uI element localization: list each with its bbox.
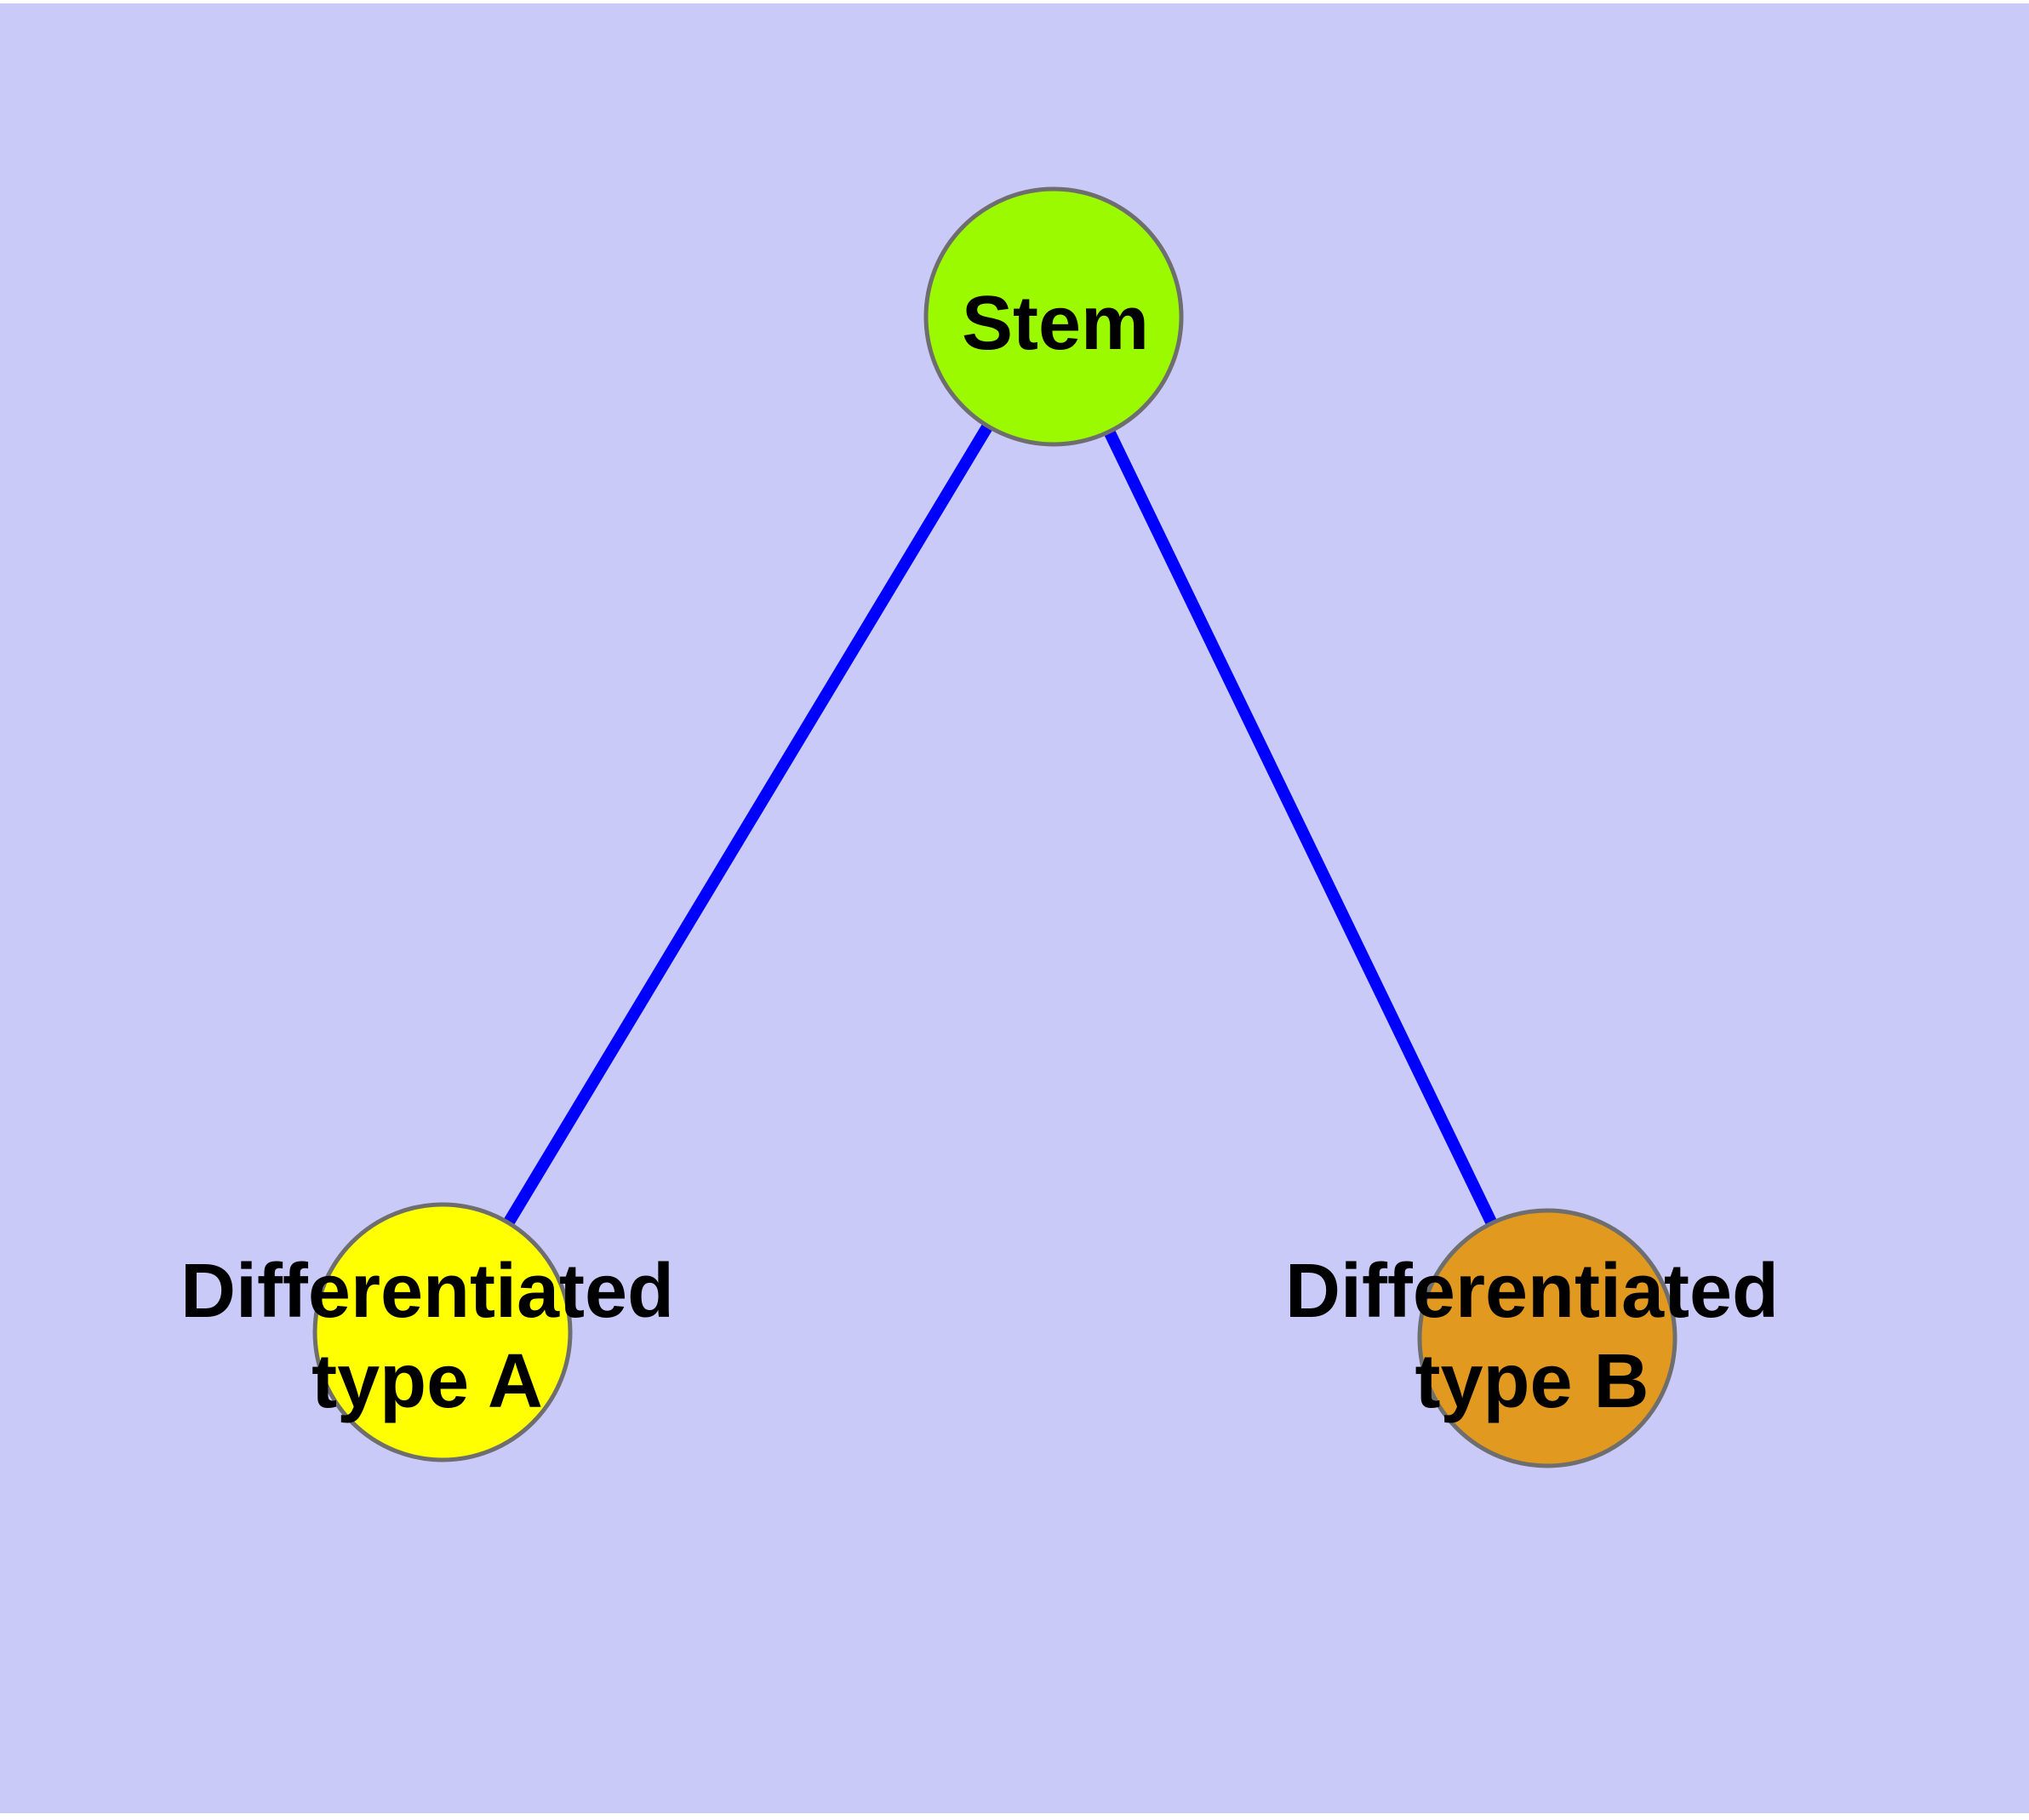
node-stem-label: Stem: [962, 281, 1149, 366]
node-type-b-circle: [1417, 1208, 1677, 1468]
node-type-a-label-line2: type A: [311, 1339, 543, 1424]
node-type-a-label-line1: Differentiated: [180, 1249, 674, 1334]
edge-stem-to-type-a: [437, 313, 1059, 1336]
node-type-a-circle: [312, 1202, 573, 1462]
edge-stem-to-type-b: [1048, 313, 1553, 1342]
node-type-b-label-line2: type B: [1415, 1339, 1649, 1424]
node-stem-circle: [923, 186, 1184, 447]
node-type-b-label-line1: Differentiated: [1285, 1249, 1779, 1334]
